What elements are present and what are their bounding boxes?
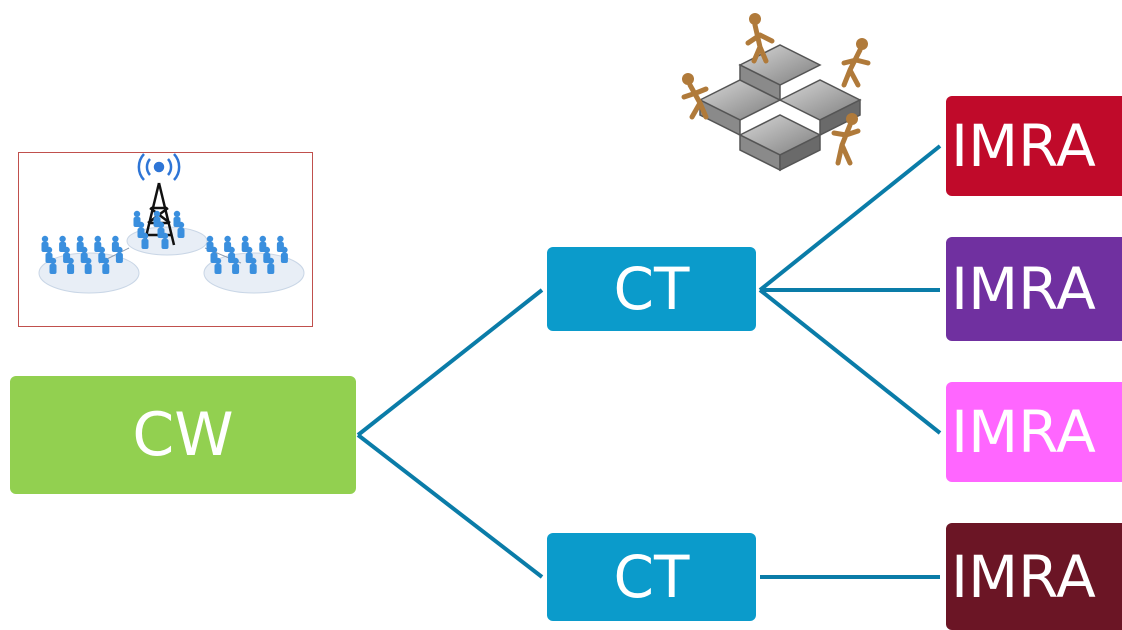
connector-cw-to-ct_bottom — [356, 433, 544, 579]
broadcast-tower-network-icon — [38, 153, 305, 294]
network-illustration — [18, 152, 313, 327]
imra-4-label: IMRA — [951, 542, 1096, 611]
imra-node-1: IMRA — [946, 96, 1122, 196]
ct-top-label: CT — [613, 255, 690, 323]
connector-ct_top-to-imra_1 — [758, 144, 942, 292]
imra-3-label: IMRA — [951, 398, 1096, 466]
imra-2-label: IMRA — [951, 255, 1096, 323]
ct-bottom-label: CT — [613, 543, 690, 611]
imra-node-3: IMRA — [946, 382, 1122, 482]
imra-node-4: IMRA — [946, 523, 1122, 630]
cw-node: CW — [10, 376, 356, 494]
connector-cw-to-ct_top — [356, 288, 544, 437]
ct-node-bottom: CT — [547, 533, 756, 621]
connector-ct_top-to-imra_3 — [758, 288, 942, 435]
ct-node-top: CT — [547, 247, 756, 331]
imra-node-2: IMRA — [946, 237, 1122, 341]
cw-label: CW — [132, 400, 234, 470]
imra-1-label: IMRA — [951, 112, 1096, 180]
puzzle-teamwork-illustration — [660, 5, 900, 195]
puzzle-teamwork-icon — [681, 13, 871, 172]
